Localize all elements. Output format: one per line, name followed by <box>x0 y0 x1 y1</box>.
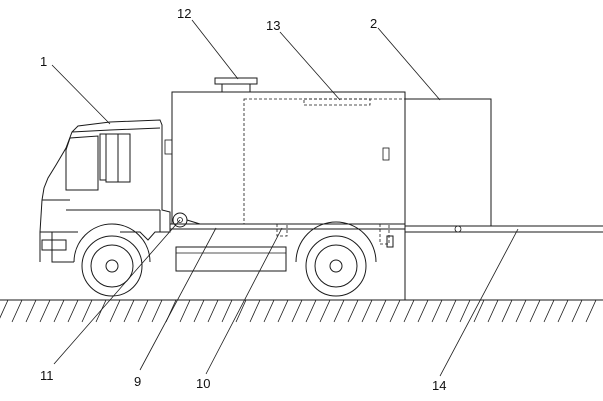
hatch-stroke <box>376 300 386 322</box>
leader-13 <box>280 32 340 100</box>
hatch-stroke <box>278 300 288 322</box>
label-13: 13 <box>266 18 280 33</box>
hatch-stroke <box>306 300 316 322</box>
hatch-stroke <box>40 300 50 322</box>
roof-unit-base <box>222 84 250 92</box>
hatch-stroke <box>236 300 246 322</box>
hatch-stroke <box>124 300 134 322</box>
hatch-stroke <box>544 300 554 322</box>
hatch-stroke <box>222 300 232 322</box>
roof-unit-12 <box>215 78 257 84</box>
hatch-stroke <box>194 300 204 322</box>
fuel-tank <box>176 247 286 271</box>
hinge-arm <box>187 220 200 224</box>
ground-hatching <box>0 300 596 322</box>
cargo-box-outline <box>172 92 405 224</box>
rear-box-body <box>405 99 491 226</box>
hatch-stroke <box>320 300 330 322</box>
reference-labels: 1 12 13 2 11 9 10 14 <box>40 6 446 393</box>
front-wheel <box>74 224 150 296</box>
hatch-stroke <box>264 300 274 322</box>
hatch-stroke <box>516 300 526 322</box>
hatch-stroke <box>348 300 358 322</box>
leader-1 <box>52 65 110 124</box>
leader-2 <box>378 28 440 100</box>
hatch-stroke <box>54 300 64 322</box>
label-14: 14 <box>432 378 446 393</box>
hatch-stroke <box>502 300 512 322</box>
headlamp <box>42 240 66 250</box>
hinge-11 <box>173 213 200 227</box>
hatch-stroke <box>12 300 22 322</box>
rear-box <box>405 99 491 300</box>
hatch-stroke <box>334 300 344 322</box>
cab-roof-line <box>72 128 160 132</box>
rear-hub <box>330 260 342 272</box>
hatch-stroke <box>96 300 106 322</box>
hatch-stroke <box>110 300 120 322</box>
rear-mount <box>380 224 389 244</box>
box-side-bracket <box>165 140 172 154</box>
inner-compartment-dashed <box>244 99 405 224</box>
hatch-stroke <box>68 300 78 322</box>
ground <box>0 300 603 322</box>
leader-9 <box>140 228 216 370</box>
hatch-stroke <box>0 300 8 322</box>
front-hub <box>106 260 118 272</box>
hatch-stroke <box>208 300 218 322</box>
leader-14 <box>440 229 518 376</box>
box-side-marker <box>383 148 389 160</box>
label-10: 10 <box>196 376 210 391</box>
hatch-stroke <box>82 300 92 322</box>
hatch-stroke <box>418 300 428 322</box>
hatch-stroke <box>488 300 498 322</box>
hatch-stroke <box>586 300 596 322</box>
hatch-stroke <box>250 300 260 322</box>
hatch-stroke <box>558 300 568 322</box>
hatch-stroke <box>460 300 470 322</box>
hatch-stroke <box>404 300 414 322</box>
cargo-box <box>165 78 405 224</box>
rear-wheel <box>296 222 376 296</box>
hatch-stroke <box>26 300 36 322</box>
label-11: 11 <box>40 368 54 383</box>
leader-lines <box>52 20 518 376</box>
hatch-stroke <box>572 300 582 322</box>
hatch-stroke <box>138 300 148 322</box>
leader-12 <box>192 20 238 79</box>
extension-deck <box>405 226 603 232</box>
cab-windshield <box>66 136 98 190</box>
tail-light <box>387 236 393 247</box>
label-9: 9 <box>134 374 141 389</box>
label-1: 1 <box>40 54 47 69</box>
hatch-stroke <box>390 300 400 322</box>
top-slot-13 <box>304 99 370 105</box>
hatch-stroke <box>292 300 302 322</box>
label-12: 12 <box>177 6 191 21</box>
hatch-stroke <box>432 300 442 322</box>
hatch-stroke <box>362 300 372 322</box>
hatch-stroke <box>446 300 456 322</box>
hatch-stroke <box>180 300 190 322</box>
label-2: 2 <box>370 16 377 31</box>
hatch-stroke <box>152 300 162 322</box>
side-mirror <box>100 134 106 180</box>
deck-pin <box>455 226 461 232</box>
hatch-stroke <box>530 300 540 322</box>
